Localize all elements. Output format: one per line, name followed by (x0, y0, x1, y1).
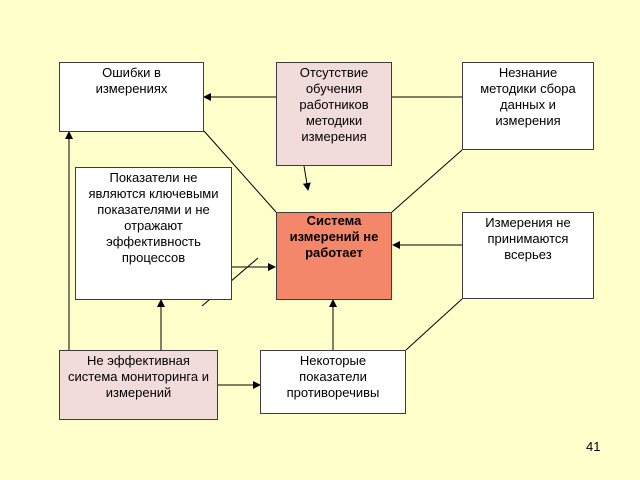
line-errors-to-system (203, 130, 277, 213)
page-number: 41 (586, 439, 601, 454)
line-knowledge-to-system (391, 149, 463, 213)
box-contradictory: Некоторые показатели противоречивы (260, 350, 406, 414)
box-no-knowledge: Незнание методики сбора данных и измерен… (462, 62, 594, 150)
box-system-not-working: Система измерений не работает (276, 212, 392, 300)
box-not-key-indicators: Показатели не являются ключевыми показат… (75, 167, 232, 300)
line-serious-to-contradictory (405, 298, 463, 351)
box-not-serious: Измерения не принимаются всерьез (462, 212, 594, 299)
box-ineffective-monitoring: Не эффективная система мониторинга и изм… (59, 350, 218, 420)
box-no-training: Отсутствие обучения работников методики … (276, 62, 392, 166)
arrow-training-down (302, 165, 311, 191)
box-measurement-errors: Ошибки в измерениях (59, 62, 204, 132)
